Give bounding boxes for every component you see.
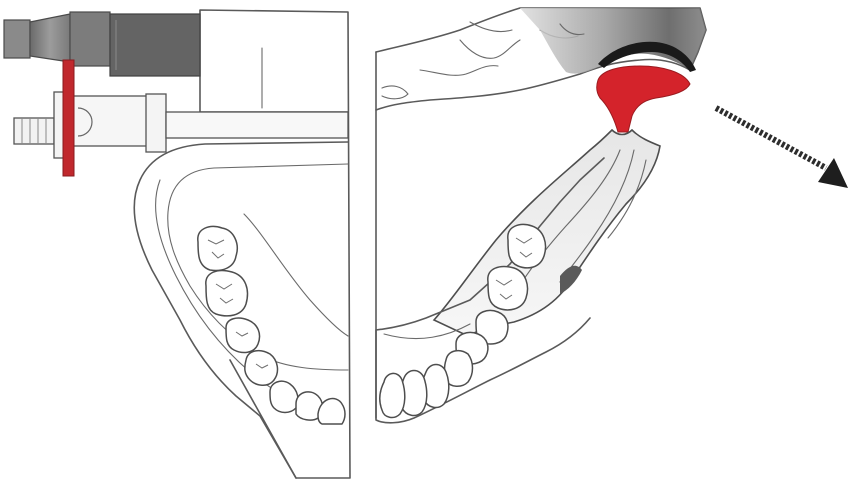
right-incisor-3 [380,373,405,417]
maxilla-detail-2 [420,66,498,76]
dashed-arrow-icon [716,108,848,188]
right-molar-2 [488,267,528,310]
lingual-curve [244,214,348,336]
maxilla-detail-3 [382,86,408,99]
right-molar-1 [508,225,546,268]
articulator-assembly [4,10,350,478]
mandible-ramus [434,130,660,336]
red-vertical-rod [63,60,74,176]
left-teeth [198,227,345,424]
left-molar-1 [198,227,237,271]
maxilla-detail-1 [460,40,520,58]
skull-section [376,8,706,423]
red-condyle [597,66,690,132]
sensor-unit [4,12,200,76]
left-canine [270,381,298,412]
left-molar-2 [206,271,248,316]
